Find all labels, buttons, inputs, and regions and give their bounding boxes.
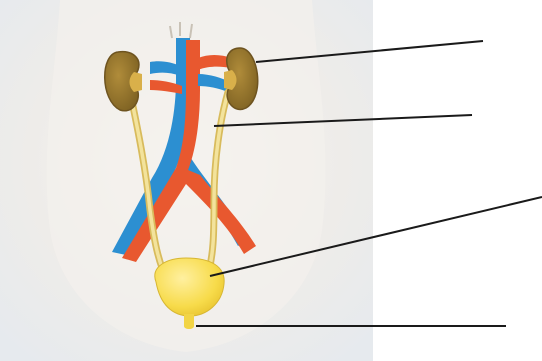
leader-line-kidney (256, 41, 483, 62)
leader-line-bladder (210, 197, 542, 276)
leader-line-ureter (214, 115, 472, 126)
